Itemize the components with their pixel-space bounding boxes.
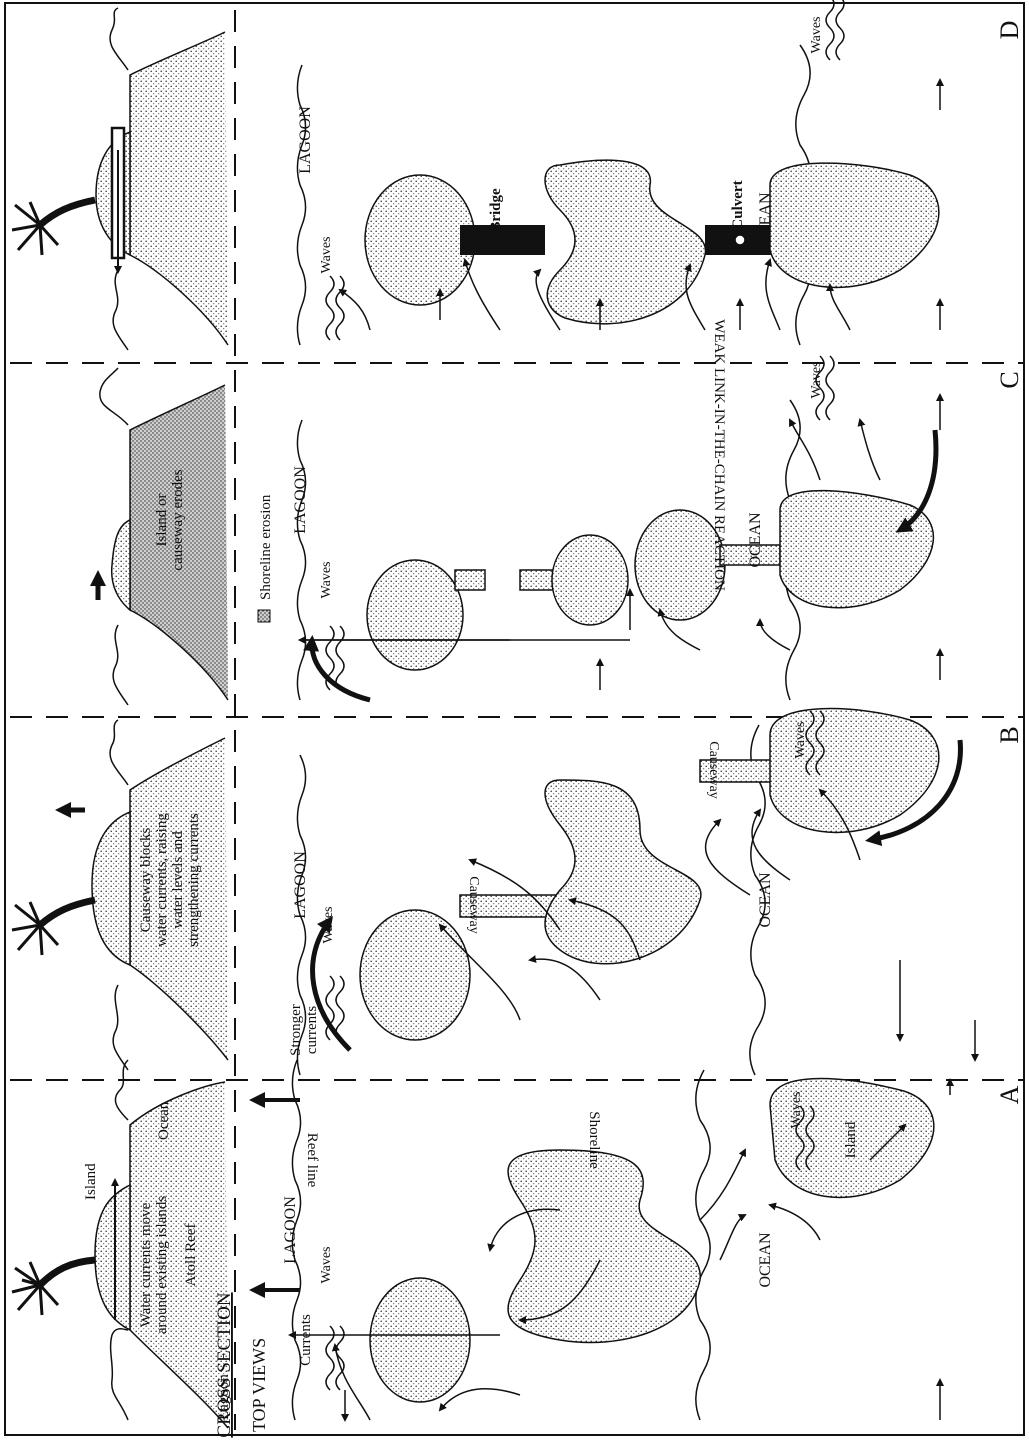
caption-b-3: water levels and bbox=[170, 831, 186, 929]
panel-letter-a: A bbox=[995, 1085, 1024, 1104]
label-waves-c2: Waves bbox=[809, 362, 824, 399]
label-atoll-reef: Atoll Reef bbox=[183, 1224, 199, 1287]
panel-letter-b: B bbox=[995, 726, 1024, 743]
cross-section-d bbox=[12, 8, 228, 350]
cross-section-b: Causeway blocks water currents, raising … bbox=[12, 720, 228, 1070]
heading-cross-section: CROSS SECTION bbox=[214, 1292, 235, 1437]
panel-letter-d: D bbox=[995, 21, 1024, 40]
label-ocean-small-a: Ocean bbox=[156, 1101, 172, 1140]
cross-section-c: Island or causeway erodes bbox=[98, 368, 228, 705]
label-ocean-b: OCEAN bbox=[757, 872, 774, 928]
heading-top-views: TOP VIEWS bbox=[249, 1338, 269, 1432]
label-waves-c1: Waves bbox=[319, 562, 334, 599]
label-waves-a1: Waves bbox=[319, 1247, 334, 1284]
caption-c-1: Island or bbox=[154, 494, 170, 547]
label-culvert: Culvert bbox=[730, 180, 746, 229]
top-view-c: Shoreline erosion WEAK LINK-IN-THE-CHAIN… bbox=[258, 319, 1024, 700]
label-causeway-1: Causeway bbox=[466, 876, 481, 934]
island-d2 bbox=[545, 160, 706, 324]
caption-a-1: Water currents move bbox=[138, 1202, 154, 1327]
label-causeway-2: Causeway bbox=[706, 741, 721, 799]
label-currents-a: Currents bbox=[298, 1314, 314, 1366]
island-a2 bbox=[508, 1150, 700, 1343]
label-lagoon-b: LAGOON bbox=[292, 851, 309, 919]
label-lagoon-d: LAGOON bbox=[297, 106, 314, 174]
island-c2 bbox=[552, 535, 628, 625]
island-c4 bbox=[780, 491, 933, 608]
label-ocean-c: OCEAN bbox=[747, 512, 764, 568]
caption-b-2: water currents, raising bbox=[154, 813, 170, 947]
island-b2 bbox=[545, 780, 701, 964]
erosion-legend-swatch bbox=[258, 610, 270, 622]
caption-b-4: strengthening currents bbox=[186, 813, 202, 947]
palm-tree-d bbox=[40, 200, 95, 225]
label-waves-b1: Waves bbox=[321, 907, 336, 944]
top-view-d: Bridge Culvert LAGOON OCEAN Waves Waves … bbox=[297, 0, 1024, 340]
label-stronger-currents-2: currents bbox=[304, 1006, 320, 1054]
caption-a-2: around existing islands bbox=[154, 1196, 170, 1334]
label-ocean-d: OCEAN bbox=[757, 192, 774, 248]
culvert-d bbox=[735, 235, 745, 245]
label-stronger-currents-1: Stronger bbox=[288, 1004, 304, 1056]
label-reef-line-a: Reef line bbox=[304, 1133, 320, 1188]
cross-section-column: Lagoon Island Ocean Water currents move … bbox=[12, 8, 235, 1438]
label-lagoon-c: LAGOON bbox=[292, 466, 309, 534]
label-island-a: Island bbox=[83, 1163, 99, 1200]
top-view-a: LAGOON Currents Reef line Shoreline Isla… bbox=[254, 1079, 1024, 1420]
island-d1 bbox=[365, 175, 475, 305]
label-ocean-a: OCEAN bbox=[757, 1232, 774, 1288]
label-waves-b2: Waves bbox=[793, 722, 808, 759]
label-island-top-a: Island bbox=[843, 1121, 859, 1158]
caption-c-2: causeway erodes bbox=[170, 469, 186, 570]
palm-tree-a bbox=[40, 1260, 95, 1285]
caption-b-1: Causeway blocks bbox=[138, 828, 154, 933]
label-shoreline-a: Shoreline bbox=[586, 1111, 602, 1169]
cross-section-a: Lagoon Island Ocean Water currents move … bbox=[12, 1060, 235, 1438]
label-waves-a2: Waves bbox=[789, 1092, 804, 1129]
top-view-b: LAGOON Stronger currents Causeway Causew… bbox=[288, 709, 1024, 1060]
island-d3 bbox=[770, 163, 939, 287]
label-bridge: Bridge bbox=[488, 188, 504, 232]
label-lagoon-a: LAGOON bbox=[282, 1196, 299, 1264]
label-waves-d1: Waves bbox=[319, 237, 334, 274]
causeway-c1 bbox=[455, 570, 485, 590]
label-weak-link: WEAK LINK-IN-THE-CHAIN REACTION bbox=[711, 319, 727, 591]
label-shoreline-erosion: Shoreline erosion bbox=[258, 494, 274, 600]
island-b1 bbox=[360, 910, 470, 1040]
label-waves-d2: Waves bbox=[809, 17, 824, 54]
island-a1 bbox=[370, 1278, 470, 1402]
island-c1 bbox=[367, 560, 463, 670]
palm-tree-b bbox=[40, 900, 95, 925]
panel-letter-c: C bbox=[995, 371, 1024, 388]
